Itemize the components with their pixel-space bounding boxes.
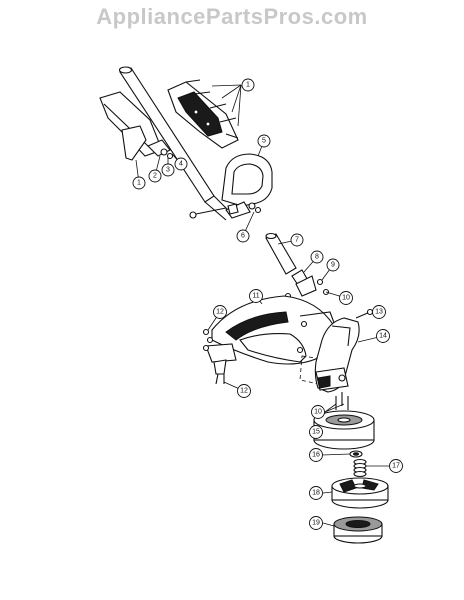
callout-12-bottom: 12 (237, 384, 251, 398)
callout-19: 19 (309, 516, 323, 530)
callout-16: 16 (309, 448, 323, 462)
callout-6: 6 (236, 229, 250, 243)
callout-7: 7 (290, 233, 304, 247)
svg-text:10: 10 (314, 409, 322, 416)
svg-text:18: 18 (312, 490, 320, 497)
svg-text:1: 1 (137, 180, 141, 187)
grass-guard (211, 295, 337, 365)
callout-11: 11 (249, 289, 263, 303)
callout-3: 3 (161, 163, 175, 177)
spring (353, 458, 367, 478)
callout-10-bottom: 10 (311, 405, 325, 419)
trigger-parts (147, 139, 174, 160)
svg-text:6: 6 (241, 233, 245, 240)
hub-flange (313, 410, 375, 450)
callout-13: 13 (372, 305, 386, 319)
guard-mount-bracket (205, 343, 237, 385)
gear-housing (314, 317, 360, 393)
svg-text:14: 14 (379, 333, 387, 340)
bump-knob-cover (333, 516, 383, 544)
callout-5: 5 (257, 134, 271, 148)
svg-text:10: 10 (342, 295, 350, 302)
callout-15: 15 (309, 425, 323, 439)
svg-text:1: 1 (246, 82, 250, 89)
svg-text:12: 12 (240, 388, 248, 395)
svg-text:19: 19 (312, 520, 320, 527)
lower-tube-and-coupler (265, 232, 330, 300)
svg-text:2: 2 (153, 173, 157, 180)
svg-text:11: 11 (252, 293, 259, 300)
callout-9: 9 (326, 258, 340, 272)
handle-housing-left (99, 91, 163, 161)
assist-handle (221, 153, 273, 219)
line-spool (331, 477, 389, 509)
callout-8: 8 (310, 250, 324, 264)
guard-extension-outline (299, 355, 331, 387)
svg-text:4: 4 (179, 161, 183, 168)
svg-text:12: 12 (216, 309, 224, 316)
svg-text:7: 7 (295, 237, 299, 244)
site-watermark: AppliancePartsPros.com (96, 4, 368, 29)
handle-housing-right (167, 81, 239, 149)
housing-screw (355, 308, 374, 319)
head-screws (335, 392, 349, 410)
svg-text:16: 16 (312, 452, 320, 459)
svg-text:17: 17 (392, 463, 400, 470)
guard-screws-left (202, 328, 214, 352)
svg-text:9: 9 (331, 262, 335, 269)
callout-17: 17 (389, 459, 403, 473)
callout-4: 4 (174, 157, 188, 171)
svg-text:13: 13 (375, 309, 383, 316)
svg-text:15: 15 (312, 429, 320, 436)
callout-1-top: 1 (241, 78, 255, 92)
handle-bolt (189, 202, 262, 219)
callout-12-top: 12 (213, 305, 227, 319)
callout-10-top: 10 (339, 291, 353, 305)
callout-18: 18 (309, 486, 323, 500)
svg-text:8: 8 (315, 254, 319, 261)
washer (349, 450, 363, 458)
screws-upper (185, 79, 239, 139)
svg-text:5: 5 (262, 138, 266, 145)
callout-14: 14 (376, 329, 390, 343)
callout-2: 2 (148, 169, 162, 183)
svg-text:3: 3 (166, 167, 170, 174)
callout-1-left: 1 (132, 176, 146, 190)
